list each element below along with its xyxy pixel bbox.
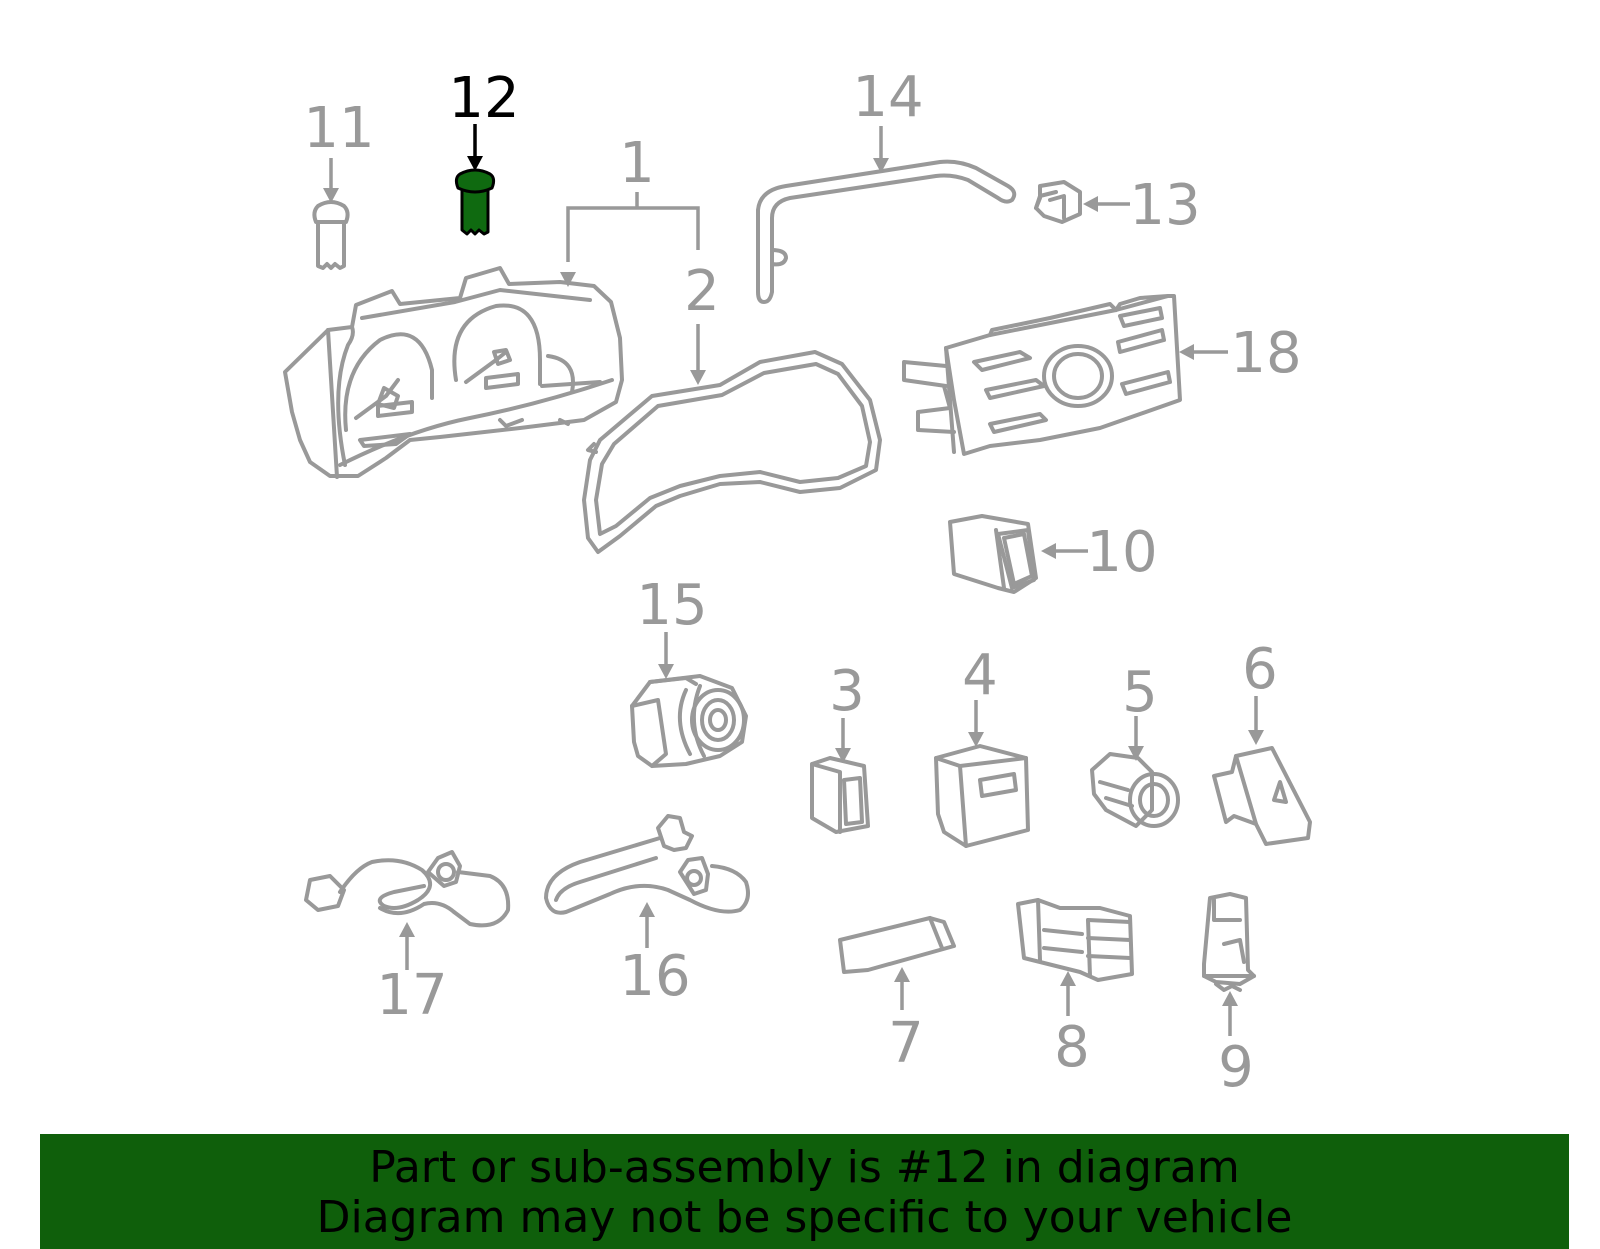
part-2-arrow — [690, 324, 706, 385]
part-1-bracket — [560, 192, 700, 287]
part-8-arrow — [1060, 971, 1076, 1016]
callout-2[interactable]: 2 — [684, 259, 720, 324]
part-11-arrow — [323, 158, 339, 203]
banner-line-part: Part or sub-assembly is #12 in diagram — [369, 1142, 1240, 1193]
part-4-switch[interactable] — [934, 744, 1030, 848]
callout-18[interactable]: 18 — [1230, 321, 1301, 386]
callout-12[interactable]: 12 — [448, 66, 519, 131]
part-9-connector[interactable] — [1202, 892, 1256, 992]
part-11-bulb[interactable] — [312, 200, 350, 270]
part-16-harness[interactable] — [544, 814, 750, 915]
part-5-arrow — [1128, 716, 1144, 761]
callout-10[interactable]: 10 — [1086, 520, 1157, 585]
part-9-arrow — [1222, 991, 1238, 1036]
part-8-switch-block[interactable] — [1016, 898, 1134, 982]
part-17-harness[interactable] — [304, 850, 511, 928]
part-14-rod[interactable] — [756, 159, 1017, 304]
part-10-switch[interactable] — [948, 514, 1038, 594]
callout-8[interactable]: 8 — [1054, 1015, 1090, 1080]
part-14-arrow — [873, 126, 889, 173]
part-3-switch[interactable] — [810, 756, 870, 834]
part-18-arrow — [1179, 344, 1228, 360]
callout-7[interactable]: 7 — [888, 1011, 924, 1076]
part-5-round-switch[interactable] — [1090, 752, 1180, 828]
callout-1[interactable]: 1 — [619, 131, 655, 196]
part-2-cluster-lens[interactable] — [582, 350, 882, 554]
part-3-arrow — [835, 718, 851, 763]
part-15-arrow — [658, 632, 674, 679]
callout-15[interactable]: 15 — [636, 573, 707, 638]
part-13-arrow — [1083, 196, 1130, 212]
part-6-hazard-switch[interactable] — [1212, 746, 1312, 846]
part-7-trim-strip[interactable] — [838, 916, 956, 974]
part-12-bulb-highlighted[interactable] — [454, 168, 496, 236]
part-16-arrow — [639, 902, 655, 948]
part-10-arrow — [1041, 543, 1088, 559]
callout-3[interactable]: 3 — [829, 659, 865, 724]
part-6-arrow — [1248, 696, 1264, 745]
part-7-arrow — [894, 967, 910, 1010]
part-18-control-panel[interactable] — [902, 294, 1182, 456]
part-12-arrow — [467, 124, 483, 171]
callout-5[interactable]: 5 — [1122, 660, 1158, 725]
callout-6[interactable]: 6 — [1242, 637, 1278, 702]
callout-16[interactable]: 16 — [619, 944, 690, 1009]
banner-line-disclaimer: Diagram may not be specific to your vehi… — [316, 1192, 1293, 1243]
callout-4[interactable]: 4 — [962, 643, 998, 708]
callout-11[interactable]: 11 — [303, 96, 374, 161]
callout-13[interactable]: 13 — [1129, 173, 1200, 238]
info-banner: Part or sub-assembly is #12 in diagram D… — [40, 1134, 1569, 1249]
part-1-instrument-cluster[interactable] — [283, 266, 624, 479]
callout-14[interactable]: 14 — [852, 65, 923, 130]
part-4-arrow — [968, 700, 984, 747]
part-13-clip[interactable] — [1034, 180, 1082, 224]
callout-9[interactable]: 9 — [1218, 1035, 1254, 1100]
part-15-knob[interactable] — [630, 674, 748, 768]
callout-17[interactable]: 17 — [376, 963, 447, 1028]
part-17-arrow — [399, 922, 415, 970]
